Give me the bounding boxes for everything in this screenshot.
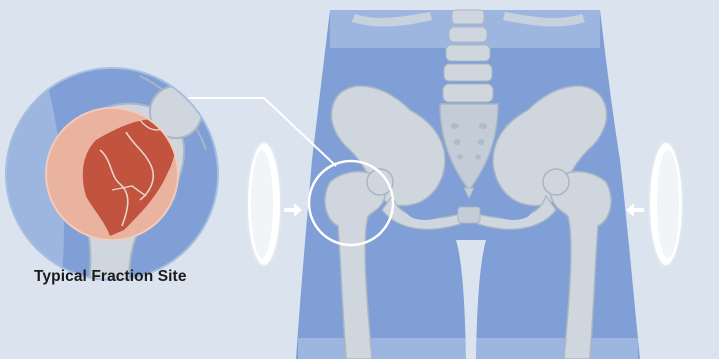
caption-label: Typical Fraction Site (34, 268, 234, 286)
left-compression-pad (247, 142, 281, 266)
right-compression-pad (649, 142, 683, 266)
